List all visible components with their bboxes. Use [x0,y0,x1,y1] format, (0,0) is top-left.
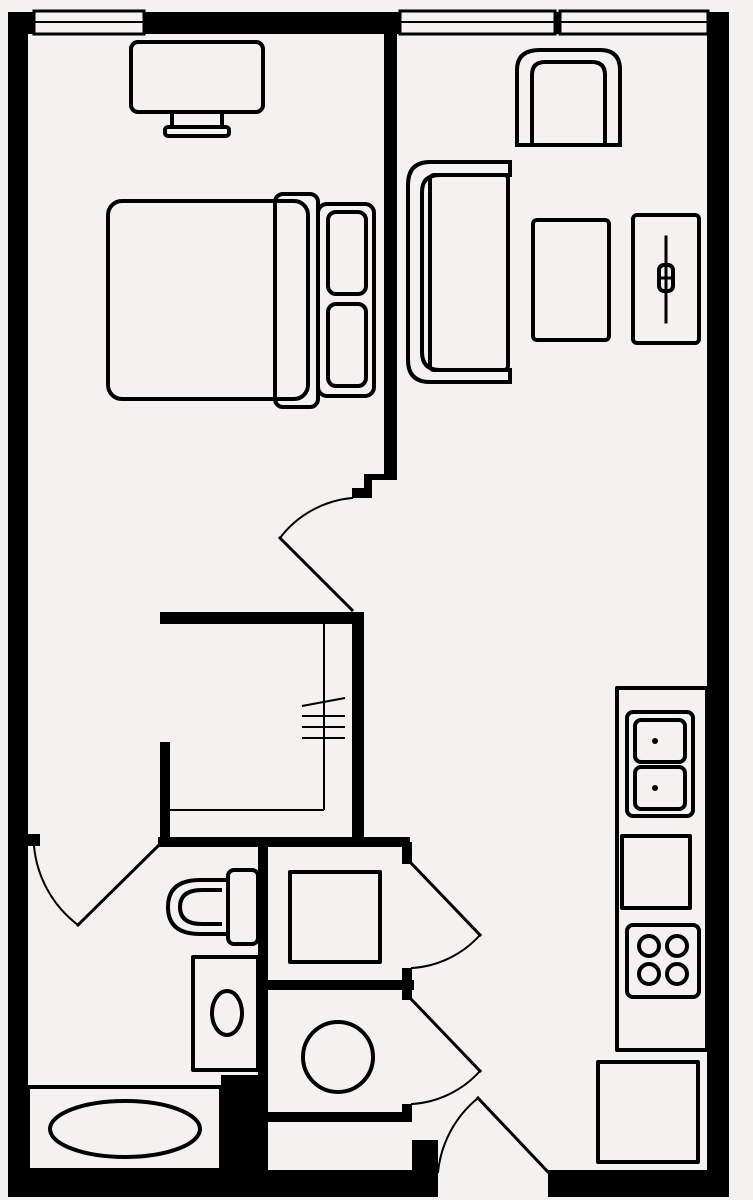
left-exterior-wall [8,12,28,1197]
bottom-wall-right [548,1170,729,1197]
sofa [406,160,512,384]
laundry-right-wall-top [402,842,412,864]
laundry-door2-leaf [409,997,483,1074]
entry-door-leaf [475,1095,551,1175]
dishwasher [620,834,692,910]
laundry-door1-swing [410,933,482,970]
side-table-with-lamp [631,213,701,345]
bathroom-door-swing [32,844,80,927]
bath-corner [28,834,40,846]
entry-door-swing [436,1096,480,1174]
laundry-right-wall-mid [402,968,412,1000]
closet-right-wall [352,612,364,847]
bedroom-door-leaf [277,535,355,613]
stove [625,923,701,999]
armchair [515,48,622,147]
hall-left-wall [412,1140,438,1197]
coffee-table [531,218,611,342]
bed [106,192,376,409]
bathroom-door-leaf [75,843,161,928]
tv [129,40,265,138]
toilet [166,868,260,946]
kitchen-sink [625,710,695,818]
bathtub [26,1085,223,1172]
closet-rod [170,624,346,811]
bath-tub-wall [221,1075,268,1087]
bedroom-living-partition [384,34,397,474]
washer [288,870,382,964]
bedroom-door-swing [278,496,354,540]
bottom-wall-left [8,1170,221,1197]
closet-left-wall [160,742,170,842]
laundry-door2-swing [410,1069,482,1106]
refrigerator [596,1060,700,1164]
bottom-wall-hall [268,1170,438,1197]
bath-top-wall [158,837,410,847]
doors [32,496,551,1175]
laundry-door1-leaf [409,861,483,938]
exterior-walls [8,12,729,1197]
right-exterior-wall [707,12,729,1197]
partition-notch [352,470,397,498]
interior-walls [28,34,438,1197]
closet-top-wall [160,612,364,624]
windows [32,9,710,36]
laundry-middle-wall [258,980,414,990]
dryer [301,1020,375,1094]
kitchen-counter [615,686,709,1052]
laundry-bottom-wall [258,1112,412,1122]
bathroom-sink [191,955,260,1072]
